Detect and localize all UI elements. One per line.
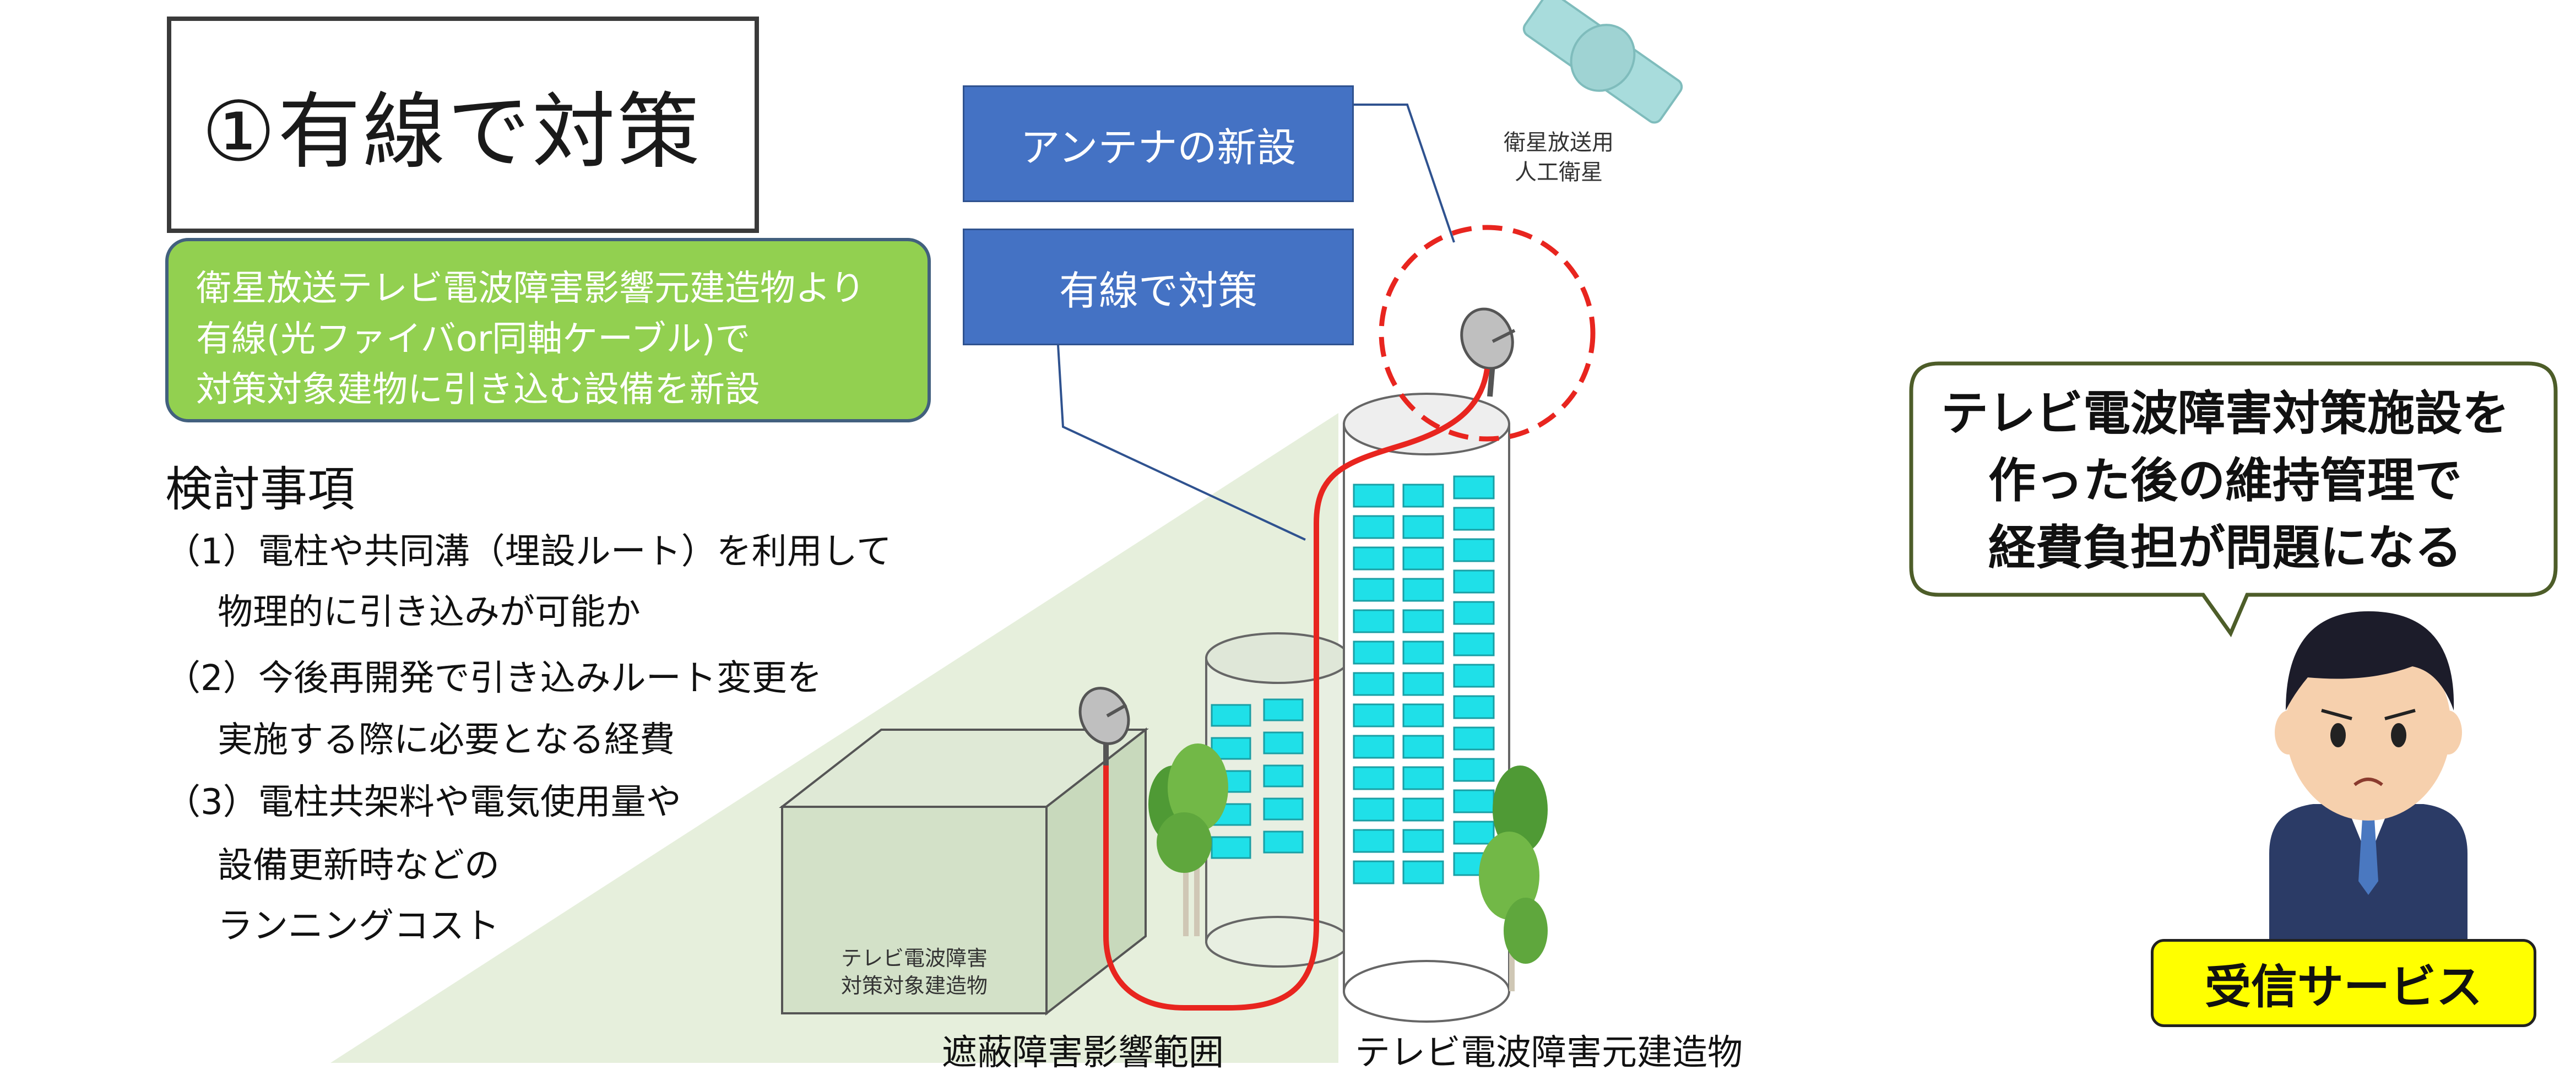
window (1402, 484, 1444, 508)
window (1353, 484, 1395, 508)
target-building-label-line: テレビ電波障害 (840, 946, 988, 970)
antenna-callout: アンテナの新設 (963, 85, 1354, 202)
window (1402, 609, 1444, 633)
title-box: ①有線で対策 (167, 17, 759, 233)
window (1453, 601, 1495, 625)
target-building (779, 727, 1149, 1016)
window (1353, 829, 1395, 853)
speech-line: 作った後の維持管理で (1988, 453, 2462, 508)
speech-bubble-text: テレビ電波障害対策施設を 作った後の維持管理で 経費負担が問題になる (1917, 380, 2534, 582)
checklist-item-3-line1: （3）電柱共架料や電気使用量や (165, 782, 681, 823)
satellite-label-line: 人工衛星 (1515, 160, 1603, 185)
page-title: ①有線で対策 (202, 84, 702, 180)
window (1353, 672, 1395, 696)
person-icon (2269, 611, 2467, 947)
window (1453, 664, 1495, 688)
cable-route (1103, 368, 1490, 1011)
window (1453, 475, 1495, 500)
tree-icon (1479, 765, 1548, 991)
window (1453, 507, 1495, 531)
window (1453, 632, 1495, 656)
window (1353, 703, 1395, 727)
source-building-windows (1353, 475, 1495, 884)
checklist-item-2-line1: （2）今後再開発で引き込みルート変更を (165, 658, 822, 699)
window (1402, 703, 1444, 727)
window (1402, 829, 1444, 853)
window (1402, 766, 1444, 790)
description-box: 衛星放送テレビ電波障害影響元建造物より 有線(光ファイバor同軸ケーブル)で 対… (165, 238, 931, 422)
shielding-area-caption: 遮蔽障害影響範囲 (942, 1033, 1224, 1073)
satellite-label-line: 衛星放送用 (1504, 130, 1614, 155)
window (1402, 640, 1444, 665)
speech-line: 経費負担が問題になる (1988, 520, 2462, 575)
speech-line: テレビ電波障害対策施設を (1941, 386, 2509, 441)
window (1353, 546, 1395, 571)
window (1402, 515, 1444, 539)
window (1402, 578, 1444, 602)
checklist-heading: 検討事項 (165, 462, 355, 517)
target-dish-icon (1078, 687, 1130, 765)
window (1453, 821, 1495, 845)
window (1453, 726, 1495, 751)
checklist-item-1-line1: （1）電柱や共同溝（埋設ルート）を利用して (165, 531, 892, 572)
description-line: 対策対象建物に引き込む設備を新設 (196, 370, 760, 410)
window (1353, 515, 1395, 539)
middle-building (1205, 632, 1351, 968)
callout-wired-line (1056, 335, 1306, 541)
checklist-item-2-line2: 実施する際に必要となる経費 (218, 720, 675, 761)
satellite-icon (1522, 0, 1683, 124)
window (1353, 860, 1395, 884)
window (1402, 860, 1444, 884)
target-building-label: テレビ電波障害 対策対象建造物 (793, 944, 1035, 1000)
checklist-item-3-line2: 設備更新時などの (218, 845, 500, 886)
checklist-item-3-line3: ランニングコスト (218, 906, 500, 947)
tree-icon (1148, 743, 1228, 936)
source-building-caption: テレビ電波障害元建造物 (1355, 1033, 1743, 1073)
window (1402, 735, 1444, 759)
window (1402, 672, 1444, 696)
window (1453, 569, 1495, 594)
window (1353, 578, 1395, 602)
window (1353, 640, 1395, 665)
window (1453, 758, 1495, 782)
checklist-item-1-line2: 物理的に引き込みが可能か (218, 592, 641, 633)
service-badge: 受信サービス (2151, 939, 2536, 1027)
window (1353, 735, 1395, 759)
window (1353, 609, 1395, 633)
source-dish-icon (1460, 307, 1516, 397)
window (1453, 789, 1495, 813)
window (1402, 546, 1444, 571)
speech-bubble (1909, 361, 2558, 638)
description-line: 有線(光ファイバor同軸ケーブル)で (196, 319, 751, 360)
window (1453, 695, 1495, 719)
window (1402, 797, 1444, 822)
window (1353, 797, 1395, 822)
satellite-label: 衛星放送用 人工衛星 (1487, 128, 1630, 187)
window (1353, 766, 1395, 790)
wired-callout: 有線で対策 (963, 229, 1354, 345)
window (1453, 538, 1495, 562)
target-building-label-line: 対策対象建造物 (840, 974, 988, 998)
antenna-highlight-circle (1379, 225, 1596, 442)
callout-antenna-line (1352, 104, 1455, 243)
description-line: 衛星放送テレビ電波障害影響元建造物より (196, 268, 865, 309)
